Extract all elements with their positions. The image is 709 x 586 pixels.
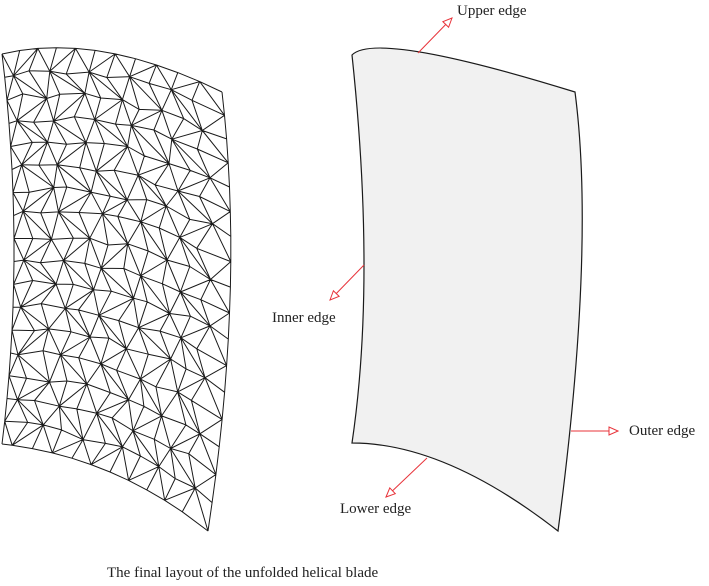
label-lower-edge: Lower edge [340,501,412,517]
arrowhead-icon [441,17,453,29]
arrowhead-icon [608,426,620,436]
unfolded-blade-outline [351,47,583,533]
edge-arrows [329,17,620,498]
figure-caption: The final layout of the unfolded helical… [107,565,379,581]
label-outer-edge: Outer edge [629,423,696,439]
mesh-edges [1,47,232,532]
label-inner-edge: Inner edge [272,310,336,326]
arrowhead-icon [329,289,341,301]
triangulated-blade-mesh [1,47,232,532]
arrowhead-icon [385,486,397,498]
label-upper-edge: Upper edge [457,3,527,19]
